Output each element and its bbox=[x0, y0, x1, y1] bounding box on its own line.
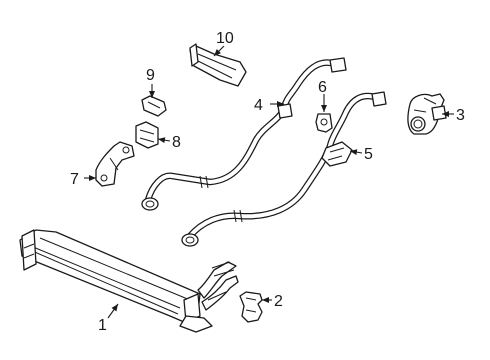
heat-shield-part-10 bbox=[189, 43, 247, 87]
bracket-part-7 bbox=[95, 141, 135, 187]
bracket-part-2 bbox=[239, 291, 263, 323]
leader-8 bbox=[157, 137, 171, 144]
cooler-line-part-4 bbox=[141, 57, 347, 211]
leader-10 bbox=[213, 45, 225, 57]
callout-2: 2 bbox=[274, 293, 283, 310]
callout-4: 4 bbox=[254, 97, 263, 114]
callout-3: 3 bbox=[456, 107, 465, 124]
clip-part-9 bbox=[141, 95, 167, 117]
callout-10: 10 bbox=[216, 30, 234, 47]
callout-7: 7 bbox=[70, 171, 79, 188]
leader-lines bbox=[84, 45, 454, 319]
callout-6: 6 bbox=[318, 79, 327, 96]
leader-5 bbox=[349, 149, 363, 156]
oil-cooler bbox=[19, 229, 239, 333]
clip-part-8 bbox=[135, 121, 159, 149]
callout-1: 1 bbox=[98, 317, 107, 334]
leader-1 bbox=[107, 303, 119, 319]
callout-5: 5 bbox=[364, 146, 373, 163]
cooler-line-part-5 bbox=[181, 91, 387, 247]
callout-8: 8 bbox=[172, 134, 181, 151]
clip-part-6 bbox=[315, 113, 333, 133]
thermostat-part-3 bbox=[407, 93, 447, 135]
callout-labels: 1 2 3 4 5 6 7 8 9 10 bbox=[70, 30, 465, 334]
callout-9: 9 bbox=[146, 67, 155, 84]
